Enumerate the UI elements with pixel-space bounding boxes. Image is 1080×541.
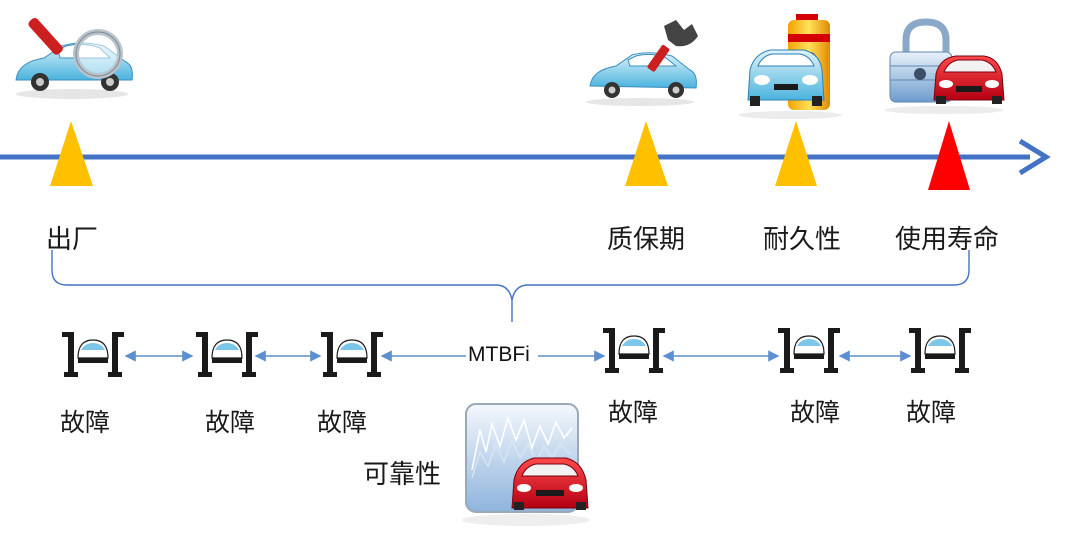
car-lift-icon <box>196 332 258 377</box>
milestone-label-factory: 出厂 <box>46 225 99 255</box>
milestone-marker-durability <box>775 121 817 186</box>
failure-label: 故障 <box>205 408 256 437</box>
car-battery-icon <box>738 14 842 119</box>
reliability-label: 可靠性 <box>363 460 442 490</box>
milestone-label-warranty: 质保期 <box>607 225 686 255</box>
car-repair-wrench-icon <box>586 20 698 106</box>
failure-label: 故障 <box>906 398 957 427</box>
car-lock-icon <box>884 18 1005 114</box>
failure-label: 故障 <box>608 398 659 427</box>
failure-label: 故障 <box>790 398 841 427</box>
timeline-axis <box>0 138 1051 176</box>
car-lift-icon <box>62 332 124 377</box>
car-lift-icon <box>909 328 971 373</box>
timeline-brace <box>51 250 970 322</box>
car-inspection-icon <box>15 17 133 99</box>
mtbf-label: MTBFi <box>466 343 532 367</box>
milestone-marker-service-life <box>928 121 970 190</box>
milestone-marker-warranty <box>625 121 668 186</box>
milestone-label-service-life: 使用寿命 <box>895 225 1000 255</box>
reliability-chart-car-icon <box>462 403 590 526</box>
failure-label: 故障 <box>317 408 368 437</box>
car-lift-icon <box>321 332 383 377</box>
milestone-label-durability: 耐久性 <box>763 225 842 255</box>
milestone-marker-factory <box>50 121 93 186</box>
failure-label: 故障 <box>60 408 111 437</box>
car-lift-icon <box>603 328 665 373</box>
car-lift-icon <box>778 328 840 373</box>
